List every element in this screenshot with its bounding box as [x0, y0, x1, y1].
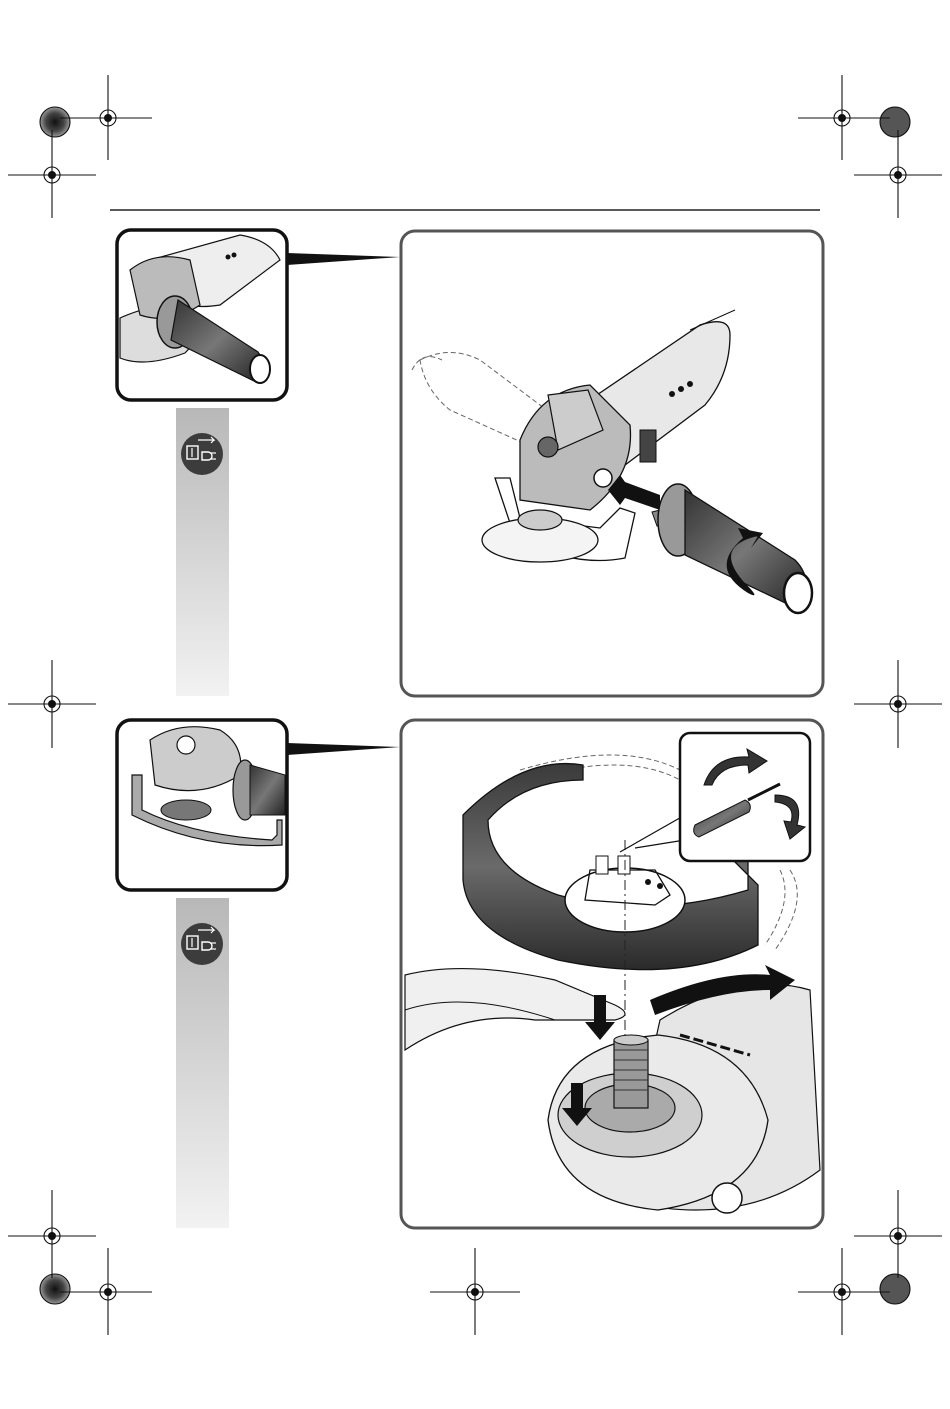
unplug-before-work-icon: [181, 433, 223, 475]
unplug-before-work-icon: [181, 923, 223, 965]
crosshair-mark-icon: [854, 1190, 942, 1278]
crosshair-mark-icon: [8, 660, 96, 748]
grinder-with-side-handle-thumbnail: [117, 230, 287, 400]
step-2: [117, 720, 823, 1228]
screw-in-side-handle-illustration: [401, 231, 823, 696]
crosshair-mark-icon: [60, 1248, 152, 1335]
crosshair-mark-icon: [854, 660, 942, 748]
crosshair-mark-icon: [798, 1248, 890, 1335]
crosshair-mark-icon: [854, 130, 942, 218]
color-starburst-icon: [40, 107, 70, 137]
zoom-callout-wedge: [287, 743, 400, 755]
color-starburst-icon: [40, 1274, 70, 1304]
crosshair-mark-icon: [430, 1248, 520, 1335]
mount-protection-guard-illustration: [401, 720, 823, 1228]
color-starburst-icon: [880, 107, 910, 137]
crosshair-mark-icon: [8, 1190, 96, 1278]
grinder-with-guard-thumbnail: [117, 720, 287, 890]
crosshair-mark-icon: [60, 75, 152, 160]
crosshair-mark-icon: [798, 75, 890, 160]
step-1: [117, 230, 823, 696]
color-starburst-icon: [880, 1274, 910, 1304]
crosshair-mark-icon: [8, 130, 96, 218]
zoom-callout-wedge: [287, 253, 400, 265]
